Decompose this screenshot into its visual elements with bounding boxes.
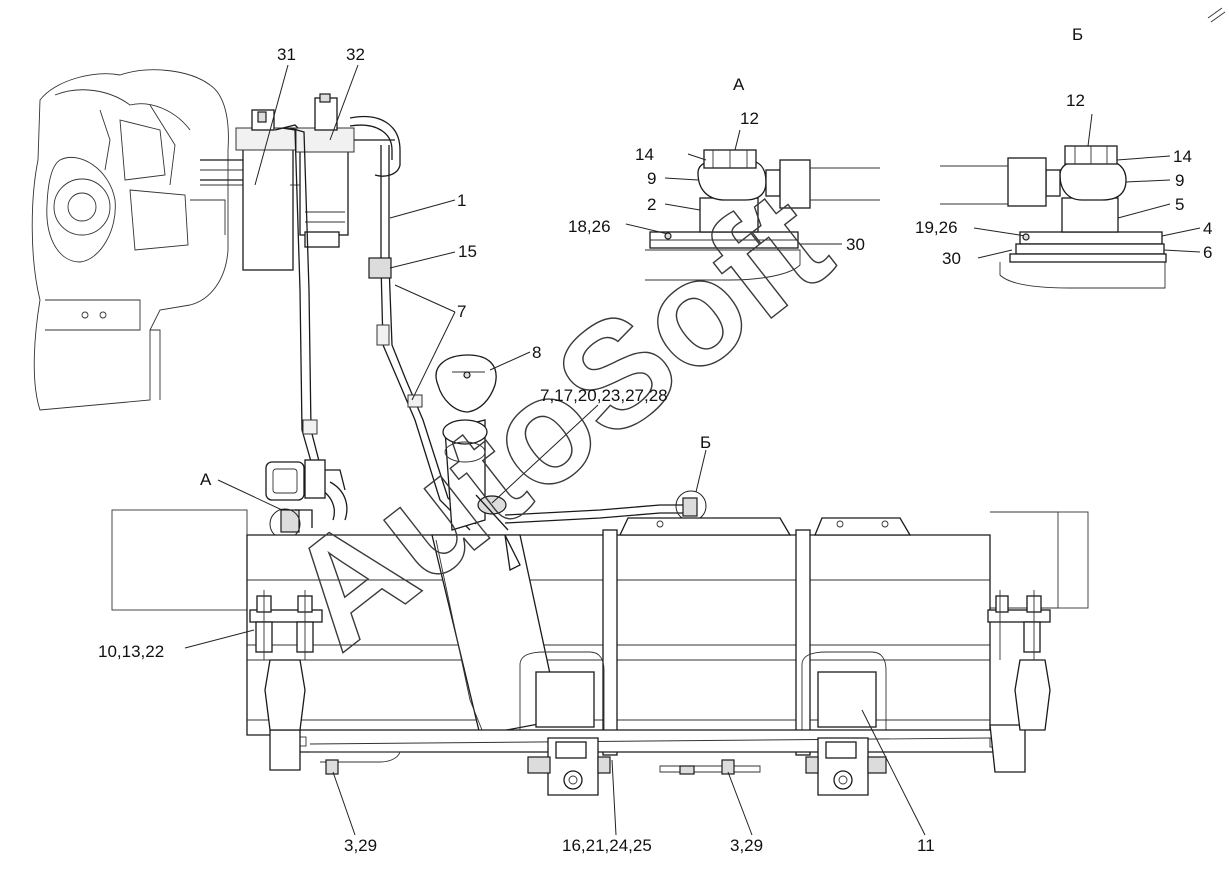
detail-b-callout-19-26: 19,26 xyxy=(915,218,958,237)
view-label-a-main: А xyxy=(200,470,212,489)
callout-7: 7 xyxy=(457,302,466,321)
detail-a-callout-9: 9 xyxy=(647,169,656,188)
connector-b xyxy=(675,490,707,522)
detail-a-callout-30: 30 xyxy=(846,235,865,254)
callout-32: 32 xyxy=(346,45,365,64)
callout-11: 11 xyxy=(917,836,935,855)
callout-3-29-left: 3,29 xyxy=(344,836,377,855)
callout-15: 15 xyxy=(458,242,477,261)
detail-b-callout-14: 14 xyxy=(1173,147,1192,166)
detail-b-callout-9: 9 xyxy=(1175,171,1184,190)
leader-lines xyxy=(184,64,926,836)
mount-bracket-right xyxy=(987,590,1051,731)
corner-mark xyxy=(1207,7,1226,23)
view-label-a-detail: А xyxy=(733,75,745,94)
callout-7-17-20-23-27-28: 7,17,20,23,27,28 xyxy=(540,386,668,405)
detail-b-callout-4: 4 xyxy=(1203,219,1212,238)
detail-a-callout-18-26: 18,26 xyxy=(568,217,611,236)
callout-1: 1 xyxy=(457,191,466,210)
detail-a-callout-2: 2 xyxy=(647,195,656,214)
mount-bracket-left xyxy=(249,590,323,731)
view-label-b-main: Б xyxy=(700,433,711,452)
detail-view-a xyxy=(625,129,880,281)
detail-b-callout-6: 6 xyxy=(1203,243,1212,262)
view-label-b-corner: Б xyxy=(1072,25,1083,44)
callout-10-13-22: 10,13,22 xyxy=(98,642,164,661)
coarse-filter-31 xyxy=(235,109,311,271)
callout-8: 8 xyxy=(532,343,541,362)
detail-view-b xyxy=(940,113,1201,289)
engine-outline xyxy=(31,69,245,411)
support-brackets-bottom xyxy=(527,737,887,796)
fuel-tank xyxy=(246,517,1026,773)
detail-b-callout-30: 30 xyxy=(942,249,961,268)
connector-a xyxy=(265,459,346,540)
callout-31: 31 xyxy=(277,45,296,64)
filler-neck xyxy=(435,354,509,531)
callout-3-29-right: 3,29 xyxy=(730,836,763,855)
callout-labels: Б А 31 32 1 15 7 8 7,17,20,23,27,28 А Б … xyxy=(98,25,1212,855)
detail-b-callout-12: 12 xyxy=(1066,91,1085,110)
detail-a-callout-12: 12 xyxy=(740,109,759,128)
detail-b-callout-5: 5 xyxy=(1175,195,1184,214)
drain-plug-left xyxy=(310,751,401,775)
callout-16-21-24-25: 16,21,24,25 xyxy=(562,836,652,855)
fine-filter-32 xyxy=(200,93,401,248)
detail-a-callout-14: 14 xyxy=(635,145,654,164)
